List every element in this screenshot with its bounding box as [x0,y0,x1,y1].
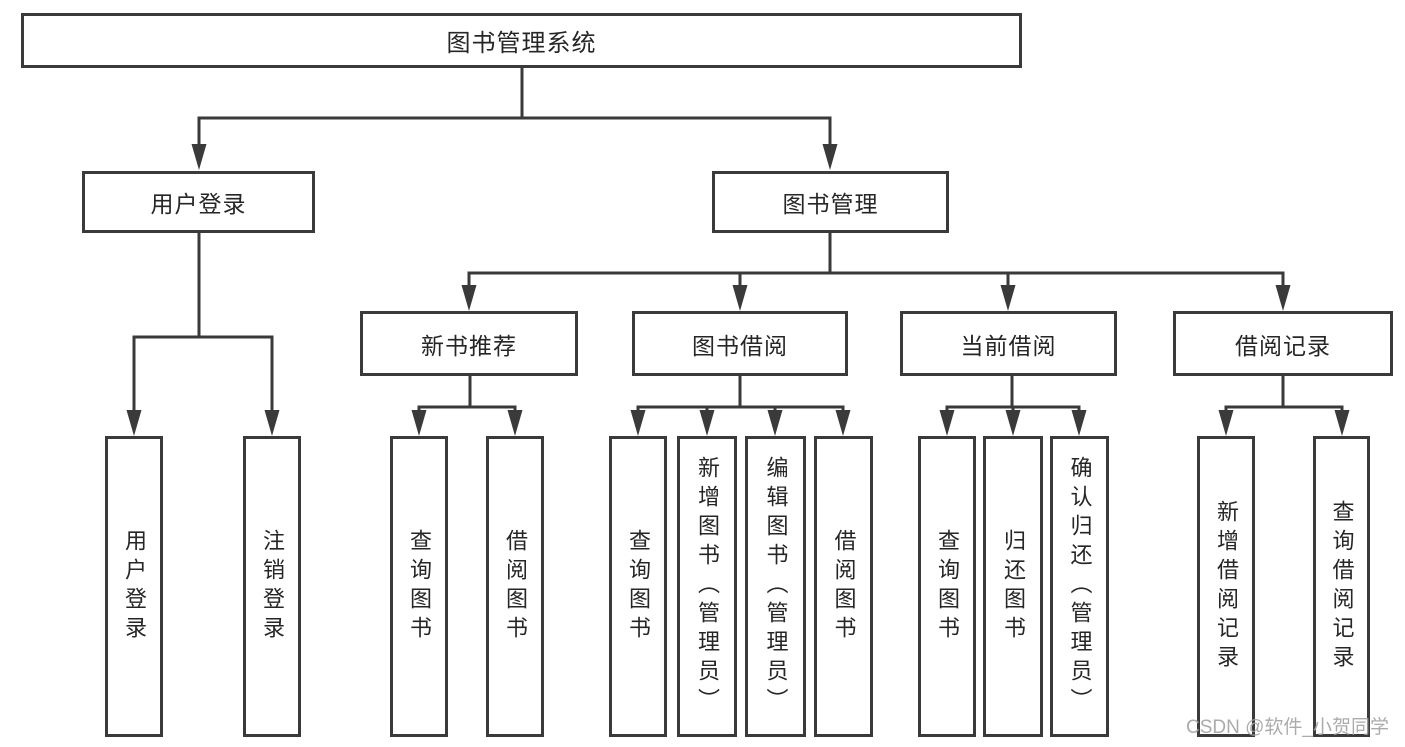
node-label: 借阅记录 [1235,332,1331,359]
arrow-down-icon [507,410,523,436]
arrow-down-icon [191,144,207,170]
node-leaf-edit-book-admin: 编辑图书（管理员） [745,436,806,737]
node-leaf-user-login: 用户登录 [105,436,163,737]
node-leaf-query-borrow-record: 查询借阅记录 [1313,436,1370,737]
node-label: 借阅图书 [831,528,857,645]
node-label: 用户登录 [122,528,147,645]
node-label: 当前借阅 [960,332,1057,359]
arrow-down-icon [767,410,783,436]
node-leaf-borrow-book: 借阅图书 [814,436,873,737]
arrow-down-icon [1275,285,1291,311]
arrow-down-icon [630,410,646,436]
node-label: 归还图书 [1001,528,1026,645]
arrow-down-icon [1334,410,1350,436]
node-label: 查询图书 [407,528,432,645]
node-leaf-return-book: 归还图书 [983,436,1043,737]
node-leaf-logout: 注销登录 [243,436,301,737]
arrow-down-icon [732,285,748,311]
arrow-down-icon [1005,410,1021,436]
node-library-system: 图书管理系统 [21,13,1022,68]
node-label: 确认归还（管理员） [1067,456,1093,717]
node-label: 查询图书 [935,528,960,645]
node-label: 新书推荐 [421,332,517,359]
node-new-book-recommend: 新书推荐 [360,311,578,376]
arrow-down-icon [1218,410,1234,436]
node-label: 查询图书 [626,528,651,645]
node-borrow-record: 借阅记录 [1173,311,1393,376]
arrow-down-icon [699,410,715,436]
csdn-watermark: CSDN @软件_小贺同学 [1186,717,1389,738]
node-leaf-add-borrow-record: 新增借阅记录 [1197,436,1255,737]
node-label: 新增图书（管理员） [695,456,720,717]
arrowhead-icons [126,144,1350,436]
node-user-login: 用户登录 [82,171,315,233]
node-label: 图书管理系统 [446,30,597,57]
node-label: 用户登录 [150,191,247,217]
arrow-down-icon [1071,410,1087,436]
node-label: 新增借阅记录 [1214,499,1239,674]
node-leaf-query-book-borrow: 查询图书 [609,436,667,737]
arrow-down-icon [411,410,427,436]
node-label: 图书借阅 [692,332,788,359]
node-label: 图书管理 [782,191,879,217]
arrow-down-icon [939,410,955,436]
arrow-down-icon [461,285,477,311]
node-leaf-query-book-recommend: 查询图书 [390,436,448,737]
node-label: 编辑图书（管理员） [763,456,789,717]
arrow-down-icon [822,144,838,170]
node-label: 借阅图书 [503,528,528,645]
node-leaf-borrow-book-recommend: 借阅图书 [486,436,544,737]
arrow-down-icon [835,410,851,436]
node-label: 查询借阅记录 [1329,499,1355,674]
node-leaf-query-book-current: 查询图书 [918,436,976,737]
node-book-management: 图书管理 [712,171,949,233]
node-current-borrow: 当前借阅 [900,311,1117,376]
arrow-down-icon [1000,285,1016,311]
node-leaf-confirm-return-admin: 确认归还（管理员） [1050,436,1109,737]
arrow-down-icon [126,410,142,436]
node-book-borrow: 图书借阅 [632,311,848,376]
arrow-down-icon [264,410,280,436]
node-label: 注销登录 [260,528,285,645]
node-leaf-add-book-admin: 新增图书（管理员） [677,436,737,737]
